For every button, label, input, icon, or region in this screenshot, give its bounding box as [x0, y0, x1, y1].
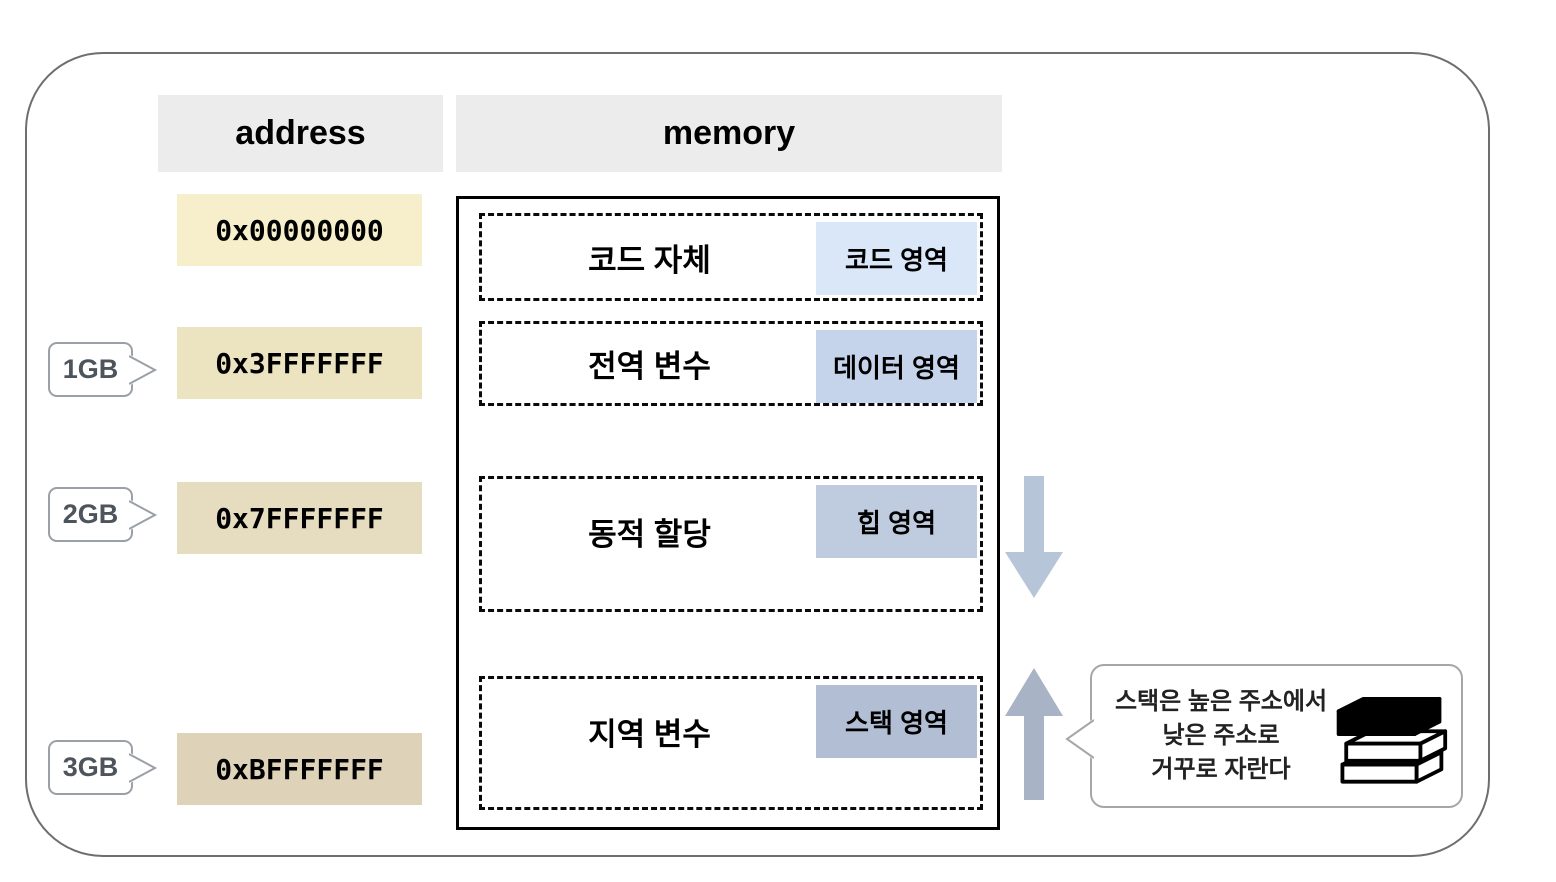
memory-region-data: 전역 변수 데이터 영역: [479, 321, 983, 406]
address-header-label: address: [235, 114, 366, 152]
callout-line: 스택은 높은 주소에서: [1114, 688, 1328, 715]
stack-grow-up-arrow-icon: [1005, 668, 1063, 800]
callout-line: 낮은 주소로: [1162, 722, 1280, 749]
heap-grow-down-arrow-icon: [1005, 476, 1063, 598]
memory-column-header: memory: [456, 95, 1002, 172]
memory-header-label: memory: [662, 114, 796, 152]
size-tag-1gb: 1GB: [48, 342, 158, 397]
address-cell: 0x00000000: [177, 194, 422, 266]
region-content-label: 동적 할당: [588, 516, 711, 552]
region-content-label: 지역 변수: [588, 716, 711, 752]
size-tag-label: 1GB: [62, 354, 119, 384]
tag-pointer-icon: [129, 752, 158, 784]
address-value: 0xBFFFFFFF: [215, 752, 384, 786]
tag-pointer-icon: [129, 499, 158, 531]
callout-text: 스택은 높은 주소에서 낮은 주소로 거꾸로 자란다: [1102, 666, 1340, 806]
stack-note-callout: 스택은 높은 주소에서 낮은 주소로 거꾸로 자란다: [1065, 664, 1463, 808]
address-value: 0x00000000: [215, 213, 384, 247]
size-tag-label: 3GB: [62, 752, 119, 782]
size-tag-label: 2GB: [62, 499, 119, 529]
address-column-header: address: [158, 95, 443, 172]
region-name-badge: 스택 영역: [816, 685, 977, 758]
books-icon: [1336, 696, 1448, 784]
diagram-border: [25, 52, 1490, 857]
region-content-label: 전역 변수: [588, 349, 711, 384]
callout-line: 거꾸로 자란다: [1151, 756, 1291, 783]
size-tag-3gb: 3GB: [48, 740, 158, 795]
region-content-label: 코드 자체: [588, 242, 711, 278]
size-tag-2gb: 2GB: [48, 487, 158, 542]
region-name-badge: 코드 영역: [816, 222, 977, 295]
region-name-badge: 힙 영역: [816, 485, 977, 558]
region-name-badge: 데이터 영역: [816, 330, 977, 403]
memory-region-stack: 지역 변수 스택 영역: [479, 676, 983, 810]
address-cell: 0x7FFFFFFF: [177, 482, 422, 554]
memory-region-code: 코드 자체 코드 영역: [479, 213, 983, 301]
address-cell: 0xBFFFFFFF: [177, 733, 422, 805]
address-value: 0x7FFFFFFF: [215, 501, 384, 535]
memory-region-heap: 동적 할당 힙 영역: [479, 476, 983, 612]
address-value: 0x3FFFFFFF: [215, 346, 384, 380]
callout-pointer-icon: [1065, 718, 1094, 760]
address-cell: 0x3FFFFFFF: [177, 327, 422, 399]
tag-pointer-icon: [129, 354, 158, 386]
